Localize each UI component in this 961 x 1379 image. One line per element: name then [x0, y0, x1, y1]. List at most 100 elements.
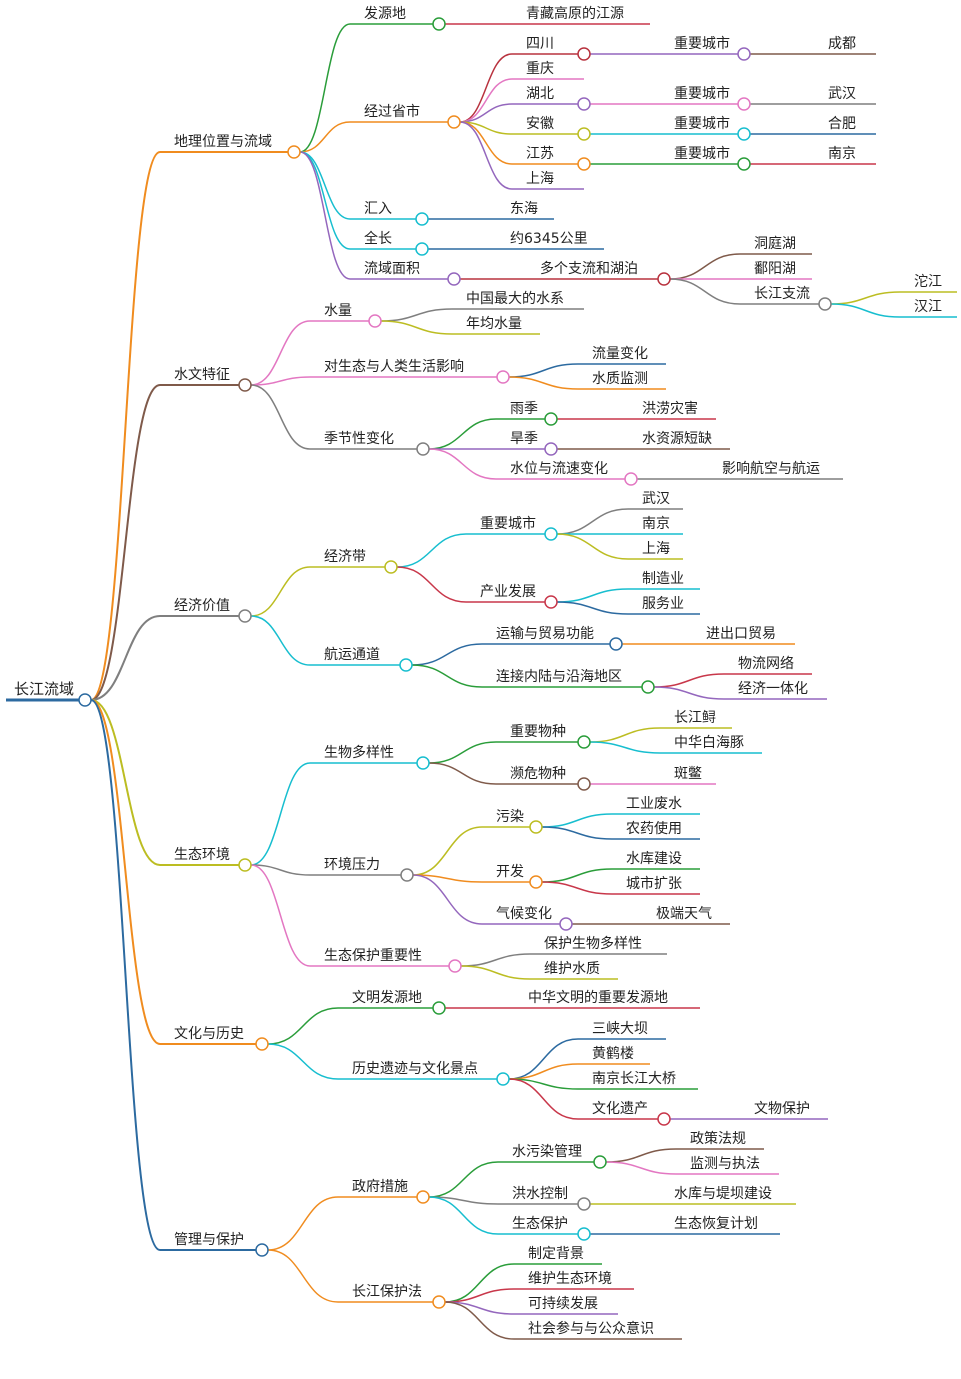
main-topic[interactable]: 生态环境 — [174, 847, 230, 863]
collapse-toggle-icon[interactable] — [577, 1227, 591, 1241]
sub-topic[interactable]: 中国最大的水系 — [466, 291, 564, 307]
sub-topic[interactable]: 全长 — [364, 230, 392, 247]
sub-topic[interactable]: 污染 — [496, 809, 524, 825]
collapse-toggle-icon[interactable] — [737, 97, 751, 111]
sub-topic[interactable]: 南京长江大桥 — [592, 1071, 676, 1087]
collapse-toggle-icon[interactable] — [78, 693, 92, 707]
sub-topic[interactable]: 水库建设 — [626, 851, 682, 867]
sub-topic[interactable]: 保护生物多样性 — [544, 935, 642, 952]
sub-topic[interactable]: 农药使用 — [626, 820, 682, 837]
sub-topic[interactable]: 汉江 — [914, 299, 942, 315]
collapse-toggle-icon[interactable] — [529, 820, 543, 834]
sub-topic[interactable]: 城市扩张 — [626, 875, 682, 892]
sub-topic[interactable]: 约6345公里 — [510, 231, 588, 247]
collapse-toggle-icon[interactable] — [577, 47, 591, 61]
sub-topic[interactable]: 安徽 — [526, 116, 554, 132]
collapse-toggle-icon[interactable] — [544, 527, 558, 541]
sub-topic[interactable]: 对生态与人类生活影响 — [324, 359, 464, 375]
collapse-toggle-icon[interactable] — [577, 127, 591, 141]
sub-topic[interactable]: 文化遗产 — [592, 1101, 648, 1117]
root-topic[interactable]: 长江流域 — [14, 680, 74, 698]
collapse-toggle-icon[interactable] — [737, 157, 751, 171]
main-topic[interactable]: 水文特征 — [174, 367, 230, 383]
sub-topic[interactable]: 长江支流 — [754, 286, 810, 302]
collapse-toggle-icon[interactable] — [624, 472, 638, 486]
collapse-toggle-icon[interactable] — [447, 115, 461, 129]
collapse-toggle-icon[interactable] — [238, 858, 252, 872]
sub-topic[interactable]: 气候变化 — [496, 906, 552, 922]
collapse-toggle-icon[interactable] — [657, 272, 671, 286]
sub-topic[interactable]: 合肥 — [828, 116, 856, 132]
sub-topic[interactable]: 可持续发展 — [528, 1295, 598, 1312]
collapse-toggle-icon[interactable] — [577, 1197, 591, 1211]
sub-topic[interactable]: 航运通道 — [324, 647, 380, 663]
sub-topic[interactable]: 上海 — [526, 171, 554, 187]
sub-topic[interactable]: 武汉 — [642, 491, 670, 507]
sub-topic[interactable]: 历史遗迹与文化景点 — [352, 1061, 478, 1077]
sub-topic[interactable]: 发源地 — [364, 6, 406, 22]
collapse-toggle-icon[interactable] — [577, 157, 591, 171]
sub-topic[interactable]: 文物保护 — [754, 1101, 810, 1117]
sub-topic[interactable]: 影响航空与航运 — [722, 461, 820, 477]
collapse-toggle-icon[interactable] — [399, 658, 413, 672]
sub-topic[interactable]: 重要城市 — [674, 145, 730, 162]
sub-topic[interactable]: 汇入 — [364, 201, 392, 217]
sub-topic[interactable]: 四川 — [526, 36, 554, 52]
collapse-toggle-icon[interactable] — [544, 595, 558, 609]
collapse-toggle-icon[interactable] — [384, 560, 398, 574]
sub-topic[interactable]: 武汉 — [828, 86, 856, 102]
sub-topic[interactable]: 东海 — [510, 201, 538, 217]
sub-topic[interactable]: 监测与执法 — [690, 1156, 760, 1172]
collapse-toggle-icon[interactable] — [577, 735, 591, 749]
main-topic[interactable]: 文化与历史 — [174, 1026, 244, 1042]
sub-topic[interactable]: 产业发展 — [480, 584, 536, 600]
collapse-toggle-icon[interactable] — [416, 1190, 430, 1204]
collapse-toggle-icon[interactable] — [255, 1037, 269, 1051]
collapse-toggle-icon[interactable] — [255, 1243, 269, 1257]
sub-topic[interactable]: 多个支流和湖泊 — [540, 260, 638, 277]
sub-topic[interactable]: 重要物种 — [510, 724, 566, 740]
sub-topic[interactable]: 旱季 — [510, 431, 538, 447]
collapse-toggle-icon[interactable] — [432, 1295, 446, 1309]
sub-topic[interactable]: 斑鳖 — [674, 766, 702, 782]
collapse-toggle-icon[interactable] — [577, 97, 591, 111]
collapse-toggle-icon[interactable] — [577, 777, 591, 791]
sub-topic[interactable]: 重要城市 — [674, 85, 730, 102]
collapse-toggle-icon[interactable] — [432, 17, 446, 31]
collapse-toggle-icon[interactable] — [400, 868, 414, 882]
sub-topic[interactable]: 水资源短缺 — [642, 431, 712, 447]
collapse-toggle-icon[interactable] — [737, 47, 751, 61]
collapse-toggle-icon[interactable] — [737, 127, 751, 141]
sub-topic[interactable]: 重要城市 — [674, 35, 730, 52]
sub-topic[interactable]: 水量 — [324, 303, 352, 319]
sub-topic[interactable]: 沱江 — [914, 273, 942, 290]
sub-topic[interactable]: 年均水量 — [466, 316, 522, 332]
sub-topic[interactable]: 江苏 — [526, 146, 554, 162]
collapse-toggle-icon[interactable] — [415, 212, 429, 226]
sub-topic[interactable]: 生态保护 — [512, 1216, 568, 1232]
collapse-toggle-icon[interactable] — [593, 1155, 607, 1169]
sub-topic[interactable]: 政府措施 — [352, 1179, 408, 1195]
sub-topic[interactable]: 物流网络 — [738, 656, 794, 672]
main-topic[interactable]: 经济价值 — [174, 598, 230, 614]
sub-topic[interactable]: 经过省市 — [364, 103, 420, 120]
collapse-toggle-icon[interactable] — [609, 637, 623, 651]
sub-topic[interactable]: 水污染管理 — [512, 1144, 582, 1160]
collapse-toggle-icon[interactable] — [238, 378, 252, 392]
collapse-toggle-icon[interactable] — [416, 756, 430, 770]
collapse-toggle-icon[interactable] — [529, 875, 543, 889]
collapse-toggle-icon[interactable] — [559, 917, 573, 931]
sub-topic[interactable]: 开发 — [496, 864, 524, 880]
sub-topic[interactable]: 南京 — [642, 516, 670, 532]
collapse-toggle-icon[interactable] — [447, 272, 461, 286]
sub-topic[interactable]: 洪涝灾害 — [642, 400, 698, 417]
sub-topic[interactable]: 中华白海豚 — [674, 735, 744, 751]
sub-topic[interactable]: 生态恢复计划 — [674, 1215, 758, 1232]
collapse-toggle-icon[interactable] — [641, 680, 655, 694]
sub-topic[interactable]: 水质监测 — [592, 371, 648, 387]
sub-topic[interactable]: 制造业 — [642, 571, 684, 587]
sub-topic[interactable]: 重要城市 — [674, 115, 730, 132]
sub-topic[interactable]: 季节性变化 — [324, 431, 394, 447]
sub-topic[interactable]: 上海 — [642, 541, 670, 557]
sub-topic[interactable]: 经济一体化 — [738, 681, 808, 697]
